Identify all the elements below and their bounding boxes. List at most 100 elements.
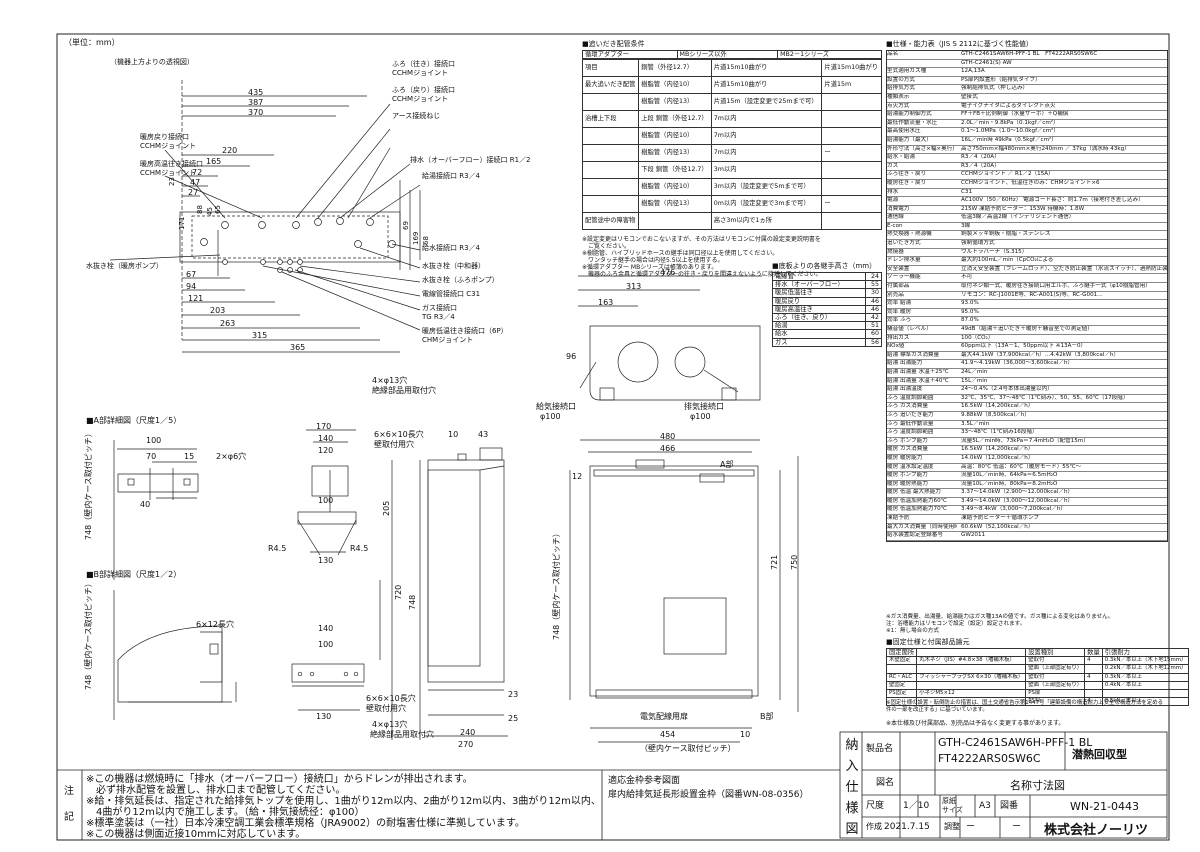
table-cell: 55 xyxy=(864,280,883,290)
bottom-dim-203: 203 xyxy=(210,306,226,315)
table-cell xyxy=(821,161,882,179)
table-cell xyxy=(1084,689,1103,699)
table-cell xyxy=(581,93,640,111)
front-inner-100: 100 xyxy=(318,496,334,505)
table-header-cell xyxy=(916,647,1027,658)
front-dim-140: 140 xyxy=(318,434,334,443)
detail-a-drawing xyxy=(113,440,199,580)
spec-row: 騒音値（レベル）49dB（給湯＋追いだき＋暖房＋騒音室での測定値） xyxy=(887,326,1167,335)
spec-key: 暖房 温水設定温度 xyxy=(887,463,934,470)
intake-label: 給気接続口 xyxy=(536,402,576,411)
table-cell: 3m以内（設定変更で5mまで可） xyxy=(710,178,823,196)
spec-value: 取付ネジ類一式、暖房往き接続口用エルボ、ふろ継手一式（φ10樹脂管用） xyxy=(961,283,1151,290)
spec-key: ふろ 最低作動流量 xyxy=(887,420,934,427)
spec-key: 給湯 出湯量 水温＋40℃ xyxy=(887,377,949,384)
spec-value: 高さ750mm×幅480mm×奥行240mm ／ 37kg（満水時 43kg） xyxy=(961,145,1130,152)
left-dim-23: 23 xyxy=(168,177,176,186)
table-cell: 樹脂管（内径10） xyxy=(638,127,712,145)
spec-key: 騒音値（レベル） xyxy=(887,326,932,332)
right-door-label: 電気配線用扉 xyxy=(640,712,688,721)
label-drain-heating-pump: 水抜き栓（暖房ポンプ） xyxy=(86,262,163,270)
table-cell: 下段 銅管（外径12.7） xyxy=(638,161,712,179)
spec-notes: ※ガス消費量、出湯量、給湯能力はガス種13Aの値です。ガス種による変化はありませ… xyxy=(886,614,1166,635)
table-cell: ガス xyxy=(772,337,866,347)
front-r45-left: R4.5 xyxy=(268,544,287,553)
spec-value: R3／4（20A） xyxy=(961,154,1000,161)
spec-key: 効率 給湯 xyxy=(887,300,912,307)
spec-value: 15L／min xyxy=(961,377,988,384)
table-cell: 片道15m10曲がり xyxy=(710,76,823,94)
spec-note: ※1：無し場合の方式 xyxy=(886,628,939,634)
fixing-table-body: 固定箇所設置種別数量引張耐力木壁固定丸木ネジ（JIS）#4.8×38（増補木板）… xyxy=(885,647,1190,707)
front-hole-note-1b: 絶縁部品用取付穴 xyxy=(372,386,436,395)
left-dim-65: 65 xyxy=(214,205,222,214)
right-dim-466: 466 xyxy=(660,444,676,453)
note-line: ※樹脂管、ハイブリッドホースの継手は同口径以上を使用してください。 xyxy=(582,250,779,257)
table-cell xyxy=(581,195,640,213)
bottom-dim-315: 315 xyxy=(252,331,268,340)
drawing-name-value: 名称寸法図 xyxy=(1010,779,1065,792)
spec-value: 凍結予防ヒーター＋循環ポンプ xyxy=(961,515,1040,522)
label-bath-out-joint: CCHMジョイント xyxy=(392,69,449,77)
table-row: 下段 銅管（外径12.7）3m以内 xyxy=(581,161,882,179)
label-hotwater: 給湯接続口 R3／4 xyxy=(422,172,480,180)
piping-header-mb2: MB2－1シリーズ xyxy=(777,49,882,60)
detail-b-slot: 6×12長穴 xyxy=(196,620,234,629)
spec-key: ドレン排水量 xyxy=(887,257,921,264)
table-cell: 0.5kN／本以上 xyxy=(1101,697,1190,707)
spec-value: 12A,13A xyxy=(961,68,985,75)
table-cell: 46 xyxy=(864,296,883,306)
spec-key: 暖房 暖房熱能力 xyxy=(887,480,928,487)
created-value: 2021.7.15 xyxy=(884,822,930,832)
spec-value: 最大約100mL／min（CpCO₂による xyxy=(961,257,1054,264)
spec-row: 別売品リモコン：RC-J1001E等、RC-A001(S)等、RC-G001… xyxy=(887,292,1167,301)
label-heating-return-joint: CCHMジョイント xyxy=(140,142,197,150)
spec-value: 14.0kW（12,000kcal／h） xyxy=(961,454,1034,461)
spec-key: 暖房 暖房能力 xyxy=(887,454,923,461)
note-line: ※設定変更はリモコンでおこないますが、その方法はリモコンに付属の設定変更説明書を xyxy=(582,236,821,243)
spec-value: AC100V（50／60Hz） 電源コード長さ：約1.7m（接地付き差し込み） xyxy=(961,197,1144,204)
drawing-name-label: 図名 xyxy=(876,778,895,788)
table-header-cell: 固定箇所 xyxy=(885,647,918,658)
table-cell: 0m以内（設定変更で3mまで可） xyxy=(710,195,823,213)
spec-key: 最大ガス消費量（同時使用時） xyxy=(887,523,957,530)
piping-notes: ※設定変更はリモコンでおこないますが、その方法はリモコンに付属の設定変更説明書を… xyxy=(582,236,882,278)
table-row: 樹脂管（内径13）7m以内ー xyxy=(581,144,882,162)
blank-value: ー xyxy=(1012,822,1022,832)
spec-row: 暖房 温水設定温度高温：80℃ 低温：60℃（暖房モード）55℃～ xyxy=(887,464,1167,473)
table-cell: 壁取付 xyxy=(1025,656,1086,666)
left-dim-88: 88 xyxy=(196,205,204,214)
right-dim-750: 750 xyxy=(790,554,799,570)
spec-row: 通信線低温3線／高温2線（インテリジェント通信） xyxy=(887,214,1167,223)
table-cell: 樹脂管（内径13） xyxy=(638,195,712,213)
front-bottom-270: 270 xyxy=(458,740,474,749)
table-cell: 7m以内 xyxy=(710,144,823,162)
table-cell: 片道15m10曲がり xyxy=(821,59,882,77)
table-cell: 42 xyxy=(864,313,883,323)
table-cell: PS扉 xyxy=(1025,689,1086,699)
spec-value: 60ppm以下（13A－1、50ppm以下 ※13A－0） xyxy=(961,343,1087,350)
spec-value: 24L／min xyxy=(961,368,988,375)
spec-value: 流量5L／min時、73kPa＝7.4mH₂O（配管15m） xyxy=(961,437,1089,444)
table-cell: 0.3kN／本以上（木下地15mm） xyxy=(1101,656,1190,666)
label-drain: 排水（オーバーフロー）接続口 R1／2 xyxy=(410,156,531,164)
spec-key: 付属部品 xyxy=(887,283,910,290)
table-cell xyxy=(916,664,1027,674)
table-cell: 配管途中の障害物 xyxy=(581,212,640,230)
spec-key: 消費電力 xyxy=(887,205,910,212)
table-cell: 24 xyxy=(864,271,883,282)
spec-value: 不可 xyxy=(961,274,973,281)
table-row: 樹脂管（内径10）3m以内（設定変更で5mまで可） xyxy=(581,178,882,196)
table-cell: 壁面（上部固定有り） xyxy=(1025,664,1086,674)
product-label: 製品名 xyxy=(866,744,894,754)
